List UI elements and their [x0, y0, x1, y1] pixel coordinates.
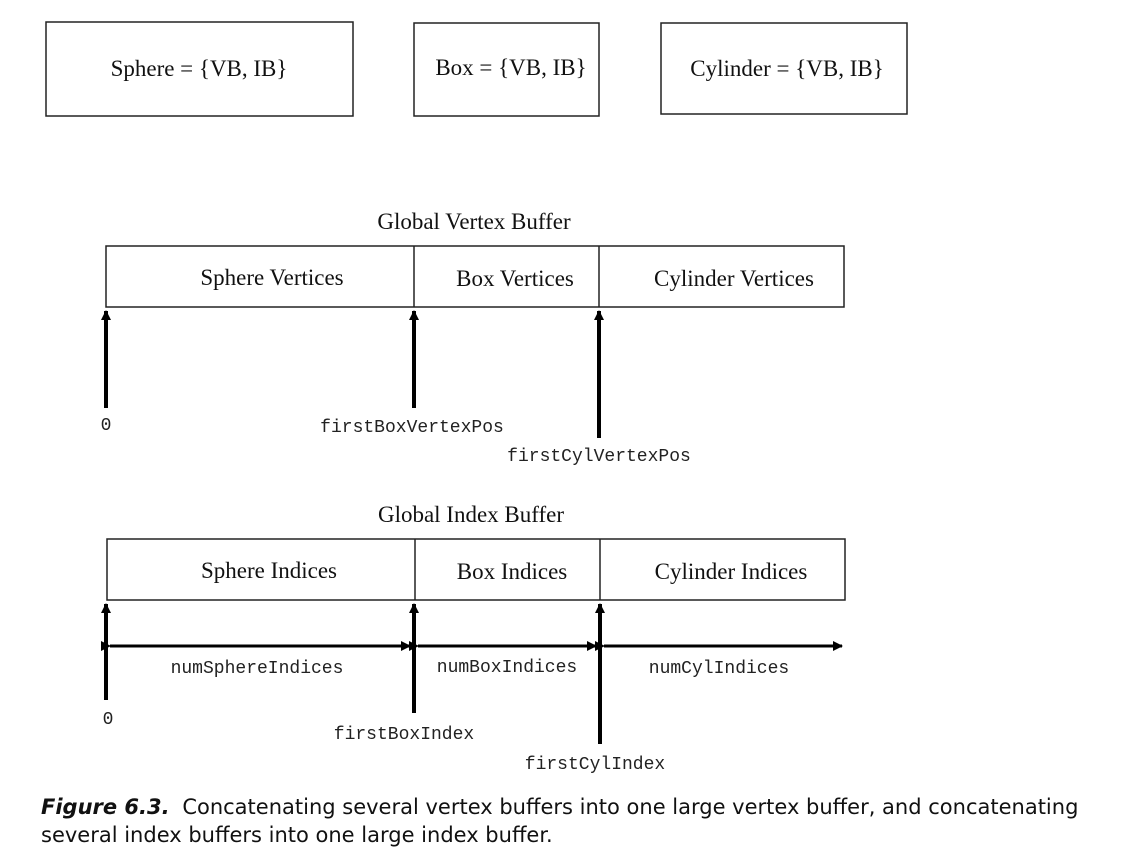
index-buffer-title: Global Index Buffer: [378, 502, 564, 527]
first-box-vertex-pos-label: firstBoxVertexPos: [320, 418, 504, 438]
buffer-diagram: Sphere = {VB, IB} Box = {VB, IB} Cylinde…: [45, 21, 908, 775]
sphere-mesh-label: Sphere = {VB, IB}: [111, 56, 288, 81]
first-cyl-index-label: firstCylIndex: [525, 755, 665, 775]
vertex-buffer-title: Global Vertex Buffer: [377, 209, 571, 234]
figure-caption: Figure 6.3. Concatenating several vertex…: [41, 793, 1131, 849]
num-box-indices-label: numBoxIndices: [437, 658, 577, 678]
index-zero-label: 0: [103, 710, 114, 730]
num-cyl-indices-label: numCylIndices: [649, 659, 789, 679]
figure-number: Figure 6.3.: [41, 795, 170, 819]
sphere-indices-label: Sphere Indices: [201, 558, 337, 583]
cylinder-indices-label: Cylinder Indices: [655, 559, 808, 584]
cylinder-mesh-label: Cylinder = {VB, IB}: [690, 56, 884, 81]
sphere-vertices-label: Sphere Vertices: [200, 265, 343, 290]
box-vertices-label: Box Vertices: [456, 266, 574, 291]
vertex-buffer-bar: [105, 245, 845, 308]
vertex-zero-label: 0: [101, 416, 112, 436]
box-indices-label: Box Indices: [457, 559, 568, 584]
box-mesh-label: Box = {VB, IB}: [435, 55, 586, 80]
cylinder-mesh-box: [660, 22, 908, 115]
sphere-mesh-box: [45, 21, 354, 117]
box-mesh-box: [413, 22, 600, 117]
num-sphere-indices-label: numSphereIndices: [171, 659, 344, 679]
first-cyl-vertex-pos-label: firstCylVertexPos: [507, 447, 691, 467]
first-box-index-label: firstBoxIndex: [334, 725, 474, 745]
figure-caption-text: Concatenating several vertex buffers int…: [41, 795, 1079, 847]
cylinder-vertices-label: Cylinder Vertices: [654, 266, 814, 291]
index-buffer-bar: [106, 538, 846, 601]
